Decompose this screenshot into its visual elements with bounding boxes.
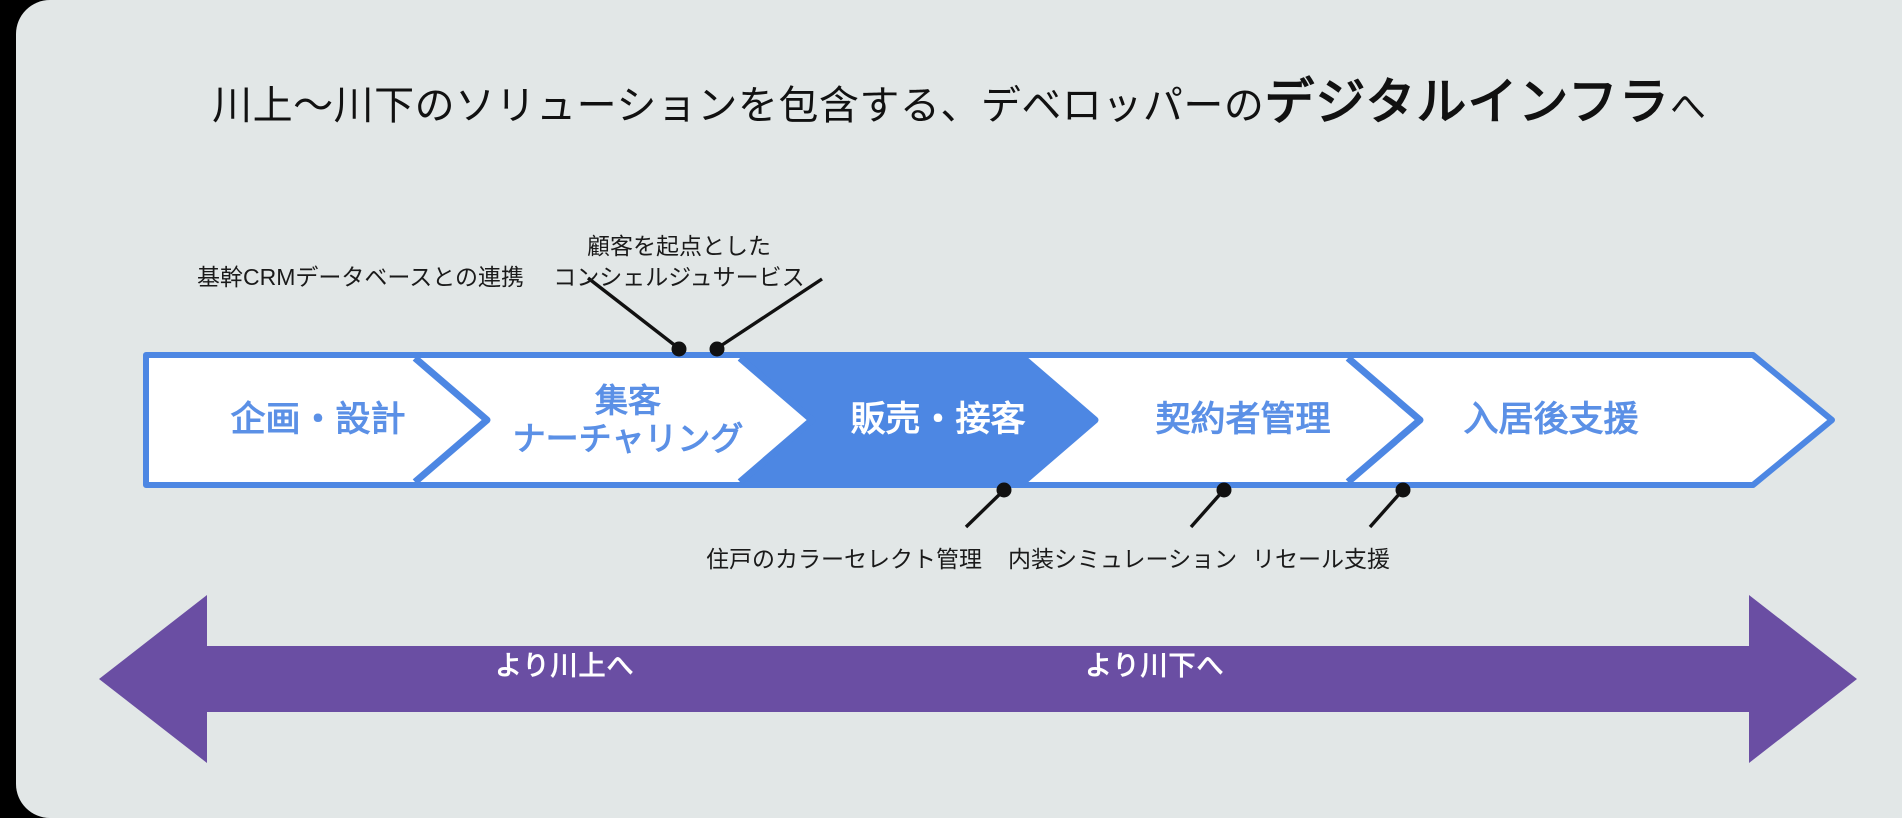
arrow-label-downstream: より川下へ bbox=[1085, 651, 1225, 681]
chevron-sep-4 bbox=[1345, 355, 1424, 485]
bidirectional-arrow-shape bbox=[99, 595, 1857, 763]
leader-line-resale bbox=[1368, 490, 1403, 529]
callout-crm: 基幹CRMデータベースとの連携 bbox=[197, 262, 524, 293]
leader-line-color-select bbox=[964, 490, 1004, 529]
callout-concierge: 顧客を起点とした コンシェルジュサービス bbox=[539, 231, 819, 292]
callout-line: コンシェルジュサービス bbox=[553, 263, 805, 290]
leader-line-interior-sim bbox=[1189, 490, 1224, 529]
callout-resale-support: リセール支援 bbox=[1252, 544, 1390, 575]
callout-line: 内装シミュレーション bbox=[1008, 546, 1238, 572]
page-title: 川上〜川下のソリューションを包含する、デベロッパーのデジタルインフラへ bbox=[16, 62, 1902, 134]
chevron-sep-1 bbox=[412, 355, 491, 485]
chevron-sep-2 bbox=[737, 355, 816, 485]
callout-line: 基幹CRMデータベースとの連携 bbox=[197, 264, 524, 290]
pipeline-shapes bbox=[143, 352, 1835, 488]
callout-line: リセール支援 bbox=[1252, 546, 1390, 572]
title-emphasis: デジタルインフラ bbox=[1264, 74, 1670, 130]
callout-line: 顧客を起点とした bbox=[587, 233, 771, 259]
callout-interior-sim: 内装シミュレーション bbox=[1008, 544, 1237, 575]
double-arrow-path bbox=[99, 595, 1857, 763]
pipeline-chevrons: 企画・設計 集客 ナーチャリング 販売・接客 契約者管理 入居後支援 bbox=[143, 352, 1835, 488]
bidirectional-arrow: より川上へ より川下へ bbox=[83, 580, 1873, 775]
arrow-label-upstream: より川上へ bbox=[495, 651, 635, 681]
diagram-card: 川上〜川下のソリューションを包含する、デベロッパーのデジタルインフラへ 企画・設… bbox=[16, 0, 1902, 818]
active-step-fill bbox=[740, 358, 1095, 482]
chevron-sep-3 bbox=[1020, 355, 1099, 485]
callout-color-select: 住戸のカラーセレクト管理 bbox=[706, 544, 982, 575]
callout-line: 住戸のカラーセレクト管理 bbox=[706, 546, 982, 572]
title-lead: 川上〜川下のソリューションを包含する、デベロッパーの bbox=[212, 84, 1265, 128]
title-tail: へ bbox=[1669, 86, 1706, 127]
